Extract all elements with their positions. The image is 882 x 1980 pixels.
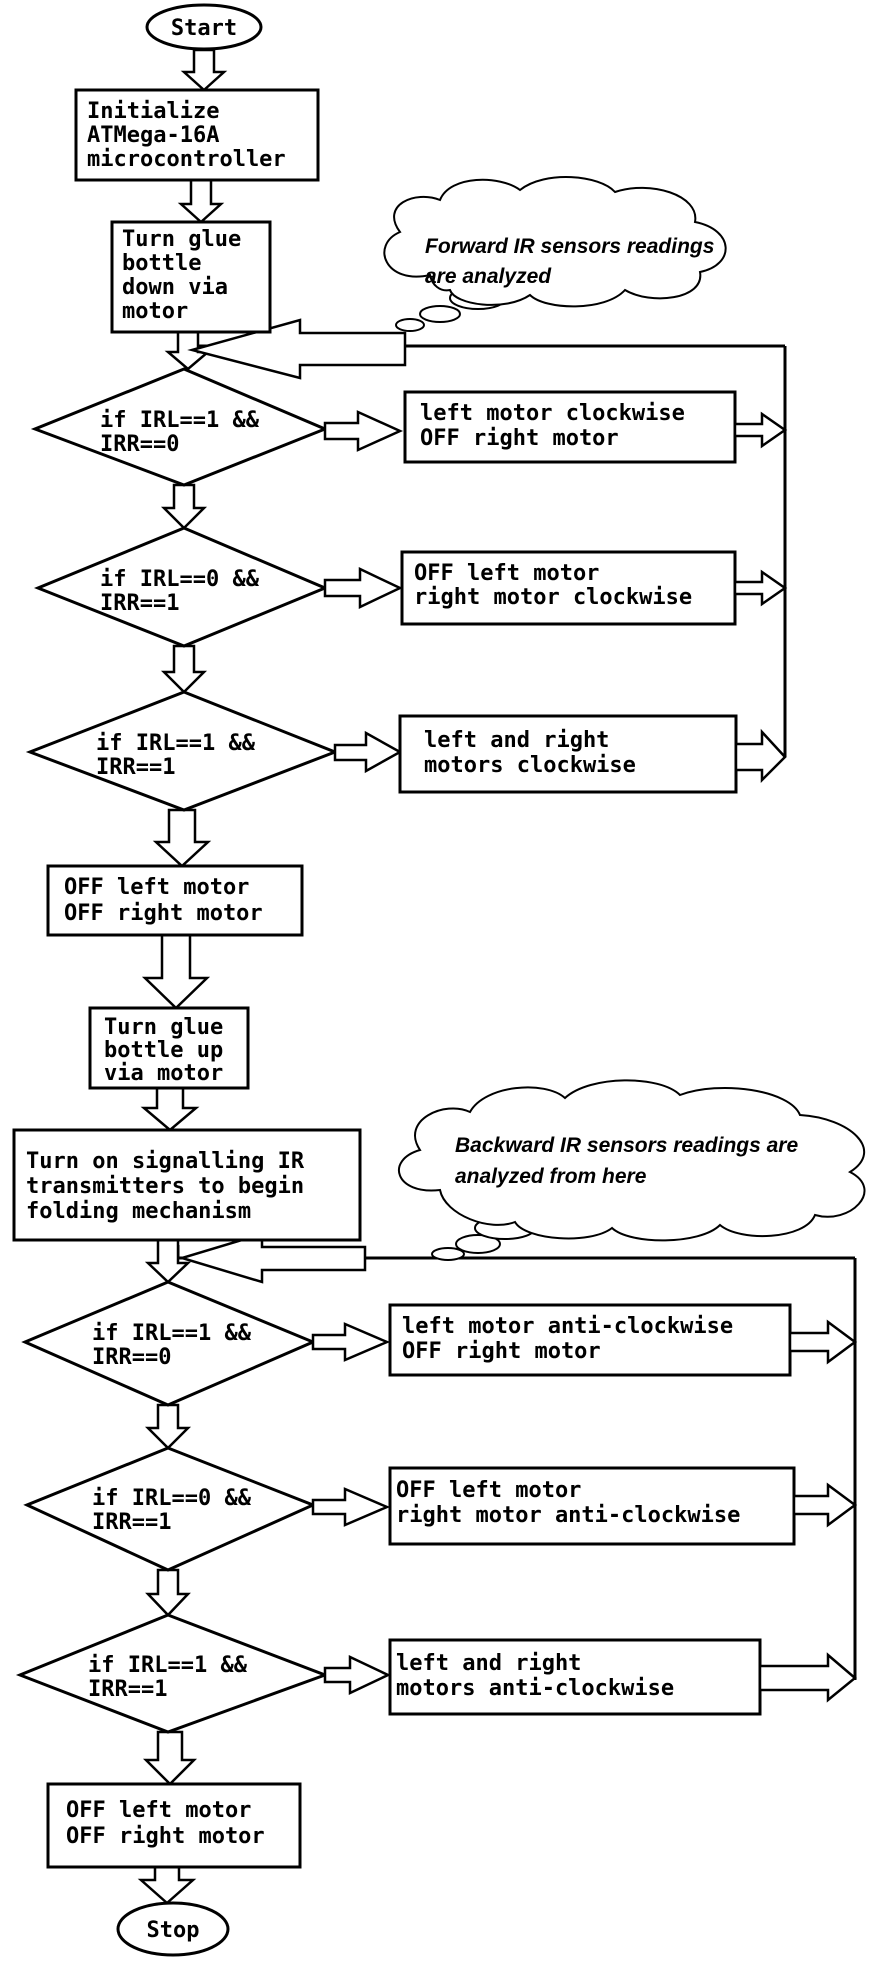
backward-decision-2-line-1: if IRL==0 && xyxy=(92,1486,252,1511)
forward-decision-1-line-2: IRR==0 xyxy=(100,432,179,457)
backward-note-line-1: Backward IR sensors readings are xyxy=(455,1134,798,1157)
forward-decision-1: if IRL==1 && IRR==0 xyxy=(30,367,329,487)
glue-down-line-1: Turn glue xyxy=(122,227,241,252)
init-line-3: microcontroller xyxy=(87,147,286,172)
arrow-right xyxy=(758,1652,857,1703)
backward-note-line-2: analyzed from here xyxy=(455,1165,647,1188)
arrow-right xyxy=(733,411,788,449)
backward-action-3-line-2: motors anti-clockwise xyxy=(396,1676,674,1701)
backward-decision-1-line-1: if IRL==1 && xyxy=(92,1321,252,1346)
forward-decision-2: if IRL==0 && IRR==1 xyxy=(33,526,329,648)
arrow-right xyxy=(333,730,403,774)
backward-decision-3-line-2: IRR==1 xyxy=(88,1677,167,1702)
forward-action-3-line-1: left and right xyxy=(424,728,609,753)
start-label: Start xyxy=(171,16,237,41)
signal-line-3: folding mechanism xyxy=(26,1199,251,1224)
stop-terminal: Stop xyxy=(116,1901,230,1957)
glue-down-line-2: bottle xyxy=(122,251,201,276)
forward-action-3-line-2: motors clockwise xyxy=(424,753,636,778)
arrow-down xyxy=(140,1086,200,1132)
backward-action-1-line-2: OFF right motor xyxy=(402,1339,601,1364)
arrow-down xyxy=(137,1865,197,1905)
arrow-down xyxy=(160,644,208,694)
arrow-right xyxy=(311,1322,391,1362)
forward-note-line-1: Forward IR sensors readings xyxy=(425,235,714,258)
backward-loop-back-arrow xyxy=(177,1232,367,1284)
glue-up-line-2: bottle up xyxy=(104,1038,223,1063)
glue-down-line-4: motor xyxy=(122,299,188,324)
init-step: Initialize ATMega-16A microcontroller xyxy=(74,88,320,182)
backward-action-2-line-2: right motor anti-clockwise xyxy=(396,1503,740,1528)
forward-decision-2-line-1: if IRL==0 && xyxy=(100,567,260,592)
off-2-line-1: OFF left motor xyxy=(66,1798,251,1823)
forward-decision-3-line-1: if IRL==1 && xyxy=(96,731,256,756)
forward-decision-2-line-2: IRR==1 xyxy=(100,591,179,616)
backward-action-1-line-1: left motor anti-clockwise xyxy=(402,1314,733,1339)
forward-action-1-line-1: left motor clockwise xyxy=(420,401,685,426)
backward-decision-3-line-1: if IRL==1 && xyxy=(88,1653,248,1678)
forward-action-2-line-2: right motor clockwise xyxy=(414,585,692,610)
arrow-right xyxy=(788,1319,858,1365)
forward-decision-3: if IRL==1 && IRR==1 xyxy=(25,690,340,812)
forward-note-cloud: Forward IR sensors readings are analyzed xyxy=(383,176,727,332)
arrow-right xyxy=(323,1655,391,1695)
off-2-line-2: OFF right motor xyxy=(66,1824,265,1849)
glue-up-line-3: via motor xyxy=(104,1061,223,1086)
init-line-1: Initialize xyxy=(87,99,219,124)
arrow-down xyxy=(145,1568,191,1617)
off-1-line-1: OFF left motor xyxy=(64,875,249,900)
signal-line-2: transmitters to begin xyxy=(26,1174,304,1199)
forward-note-line-2: are analyzed xyxy=(425,265,552,288)
arrow-right xyxy=(734,728,787,784)
forward-action-2: OFF left motor right motor clockwise xyxy=(400,550,737,626)
arrow-down xyxy=(141,933,211,1010)
arrow-right xyxy=(311,1487,391,1527)
signal-step: Turn on signalling IR transmitters to be… xyxy=(12,1128,362,1242)
backward-note-cloud: Backward IR sensors readings are analyze… xyxy=(398,1079,866,1261)
off-motors-step-2: OFF left motor OFF right motor xyxy=(46,1782,302,1869)
off-motors-step-1: OFF left motor OFF right motor xyxy=(46,864,304,937)
start-terminal: Start xyxy=(145,3,263,51)
backward-action-1: left motor anti-clockwise OFF right moto… xyxy=(388,1303,792,1377)
init-line-2: ATMega-16A xyxy=(87,123,219,148)
arrow-down xyxy=(180,48,228,92)
glue-up-step: Turn glue bottle up via motor xyxy=(88,1006,250,1090)
backward-decision-1: if IRL==1 && IRR==0 xyxy=(21,1280,317,1407)
forward-decision-3-line-2: IRR==1 xyxy=(96,755,175,780)
arrow-down xyxy=(144,1238,192,1284)
stop-label: Stop xyxy=(147,1918,200,1943)
glue-down-step: Turn glue bottle down via motor xyxy=(110,220,272,334)
backward-action-3: left and right motors anti-clockwise xyxy=(388,1638,762,1716)
arrow-down xyxy=(160,483,208,530)
forward-action-1-line-2: OFF right motor xyxy=(420,426,619,451)
arrow-down xyxy=(177,178,225,224)
signal-line-1: Turn on signalling IR xyxy=(26,1149,305,1174)
backward-action-2: OFF left motor right motor anti-clockwis… xyxy=(388,1466,796,1546)
forward-action-1: left motor clockwise OFF right motor xyxy=(403,390,737,464)
forward-action-2-line-1: OFF left motor xyxy=(414,561,599,586)
arrow-down xyxy=(152,808,212,868)
arrow-right xyxy=(792,1482,858,1528)
arrow-right xyxy=(323,410,404,452)
backward-action-3-line-1: left and right xyxy=(396,1651,581,1676)
arrow-down xyxy=(142,1730,198,1786)
arrow-right xyxy=(733,569,788,607)
forward-loop-back-arrow xyxy=(187,318,407,380)
glue-up-line-1: Turn glue xyxy=(104,1015,223,1040)
backward-decision-1-line-2: IRR==0 xyxy=(92,1345,171,1370)
glue-down-line-3: down via xyxy=(122,275,228,300)
backward-decision-2: if IRL==0 && IRR==1 xyxy=(23,1446,317,1572)
backward-decision-3: if IRL==1 && IRR==1 xyxy=(15,1613,330,1734)
down-arrows xyxy=(137,48,228,1905)
off-1-line-2: OFF right motor xyxy=(64,901,263,926)
backward-action-2-line-1: OFF left motor xyxy=(396,1478,581,1503)
forward-decision-1-line-1: if IRL==1 && xyxy=(100,408,260,433)
arrow-down xyxy=(144,1403,192,1450)
arrow-down xyxy=(164,330,212,371)
backward-decision-2-line-2: IRR==1 xyxy=(92,1510,171,1535)
forward-action-3: left and right motors clockwise xyxy=(398,714,738,794)
arrow-right xyxy=(323,567,403,609)
